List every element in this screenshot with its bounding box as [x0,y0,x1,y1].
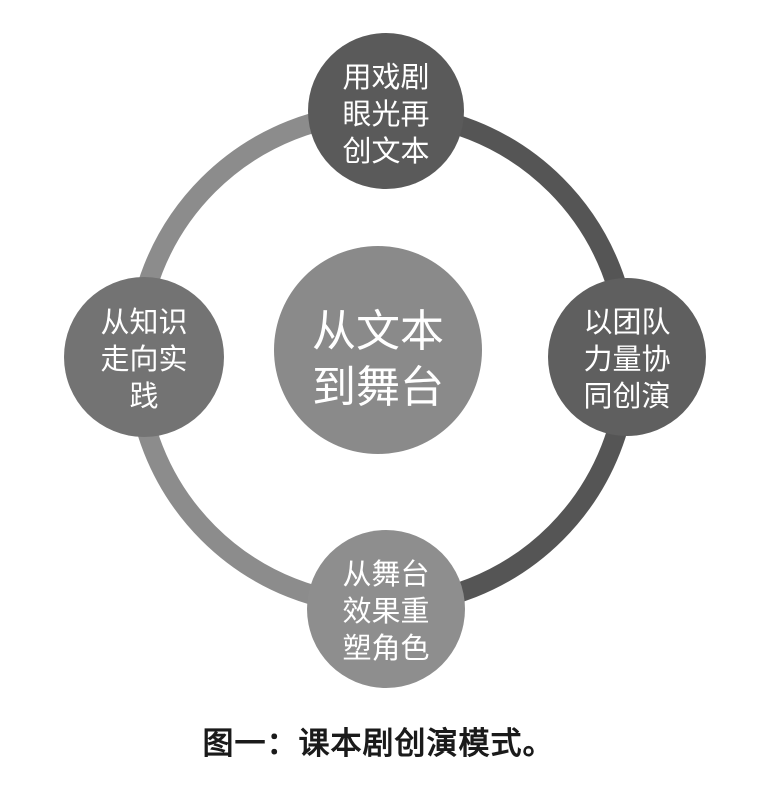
node-left: 从知识 走向实 践 [64,277,224,437]
node-left-line-3: 践 [129,379,158,413]
node-left-line-1: 从知识 [100,305,187,339]
node-top-circle [308,33,464,189]
center-label-line-1: 从文本 [312,306,444,357]
node-bottom-line-2: 效果重 [342,594,429,628]
node-top-line-1: 用戏剧 [342,60,429,94]
node-right-line-3: 同创演 [583,379,670,413]
node-top: 用戏剧 眼光再 创文本 [308,33,464,189]
figure-caption: 图一：课本剧创演模式。 [202,726,555,762]
node-right-line-2: 力量协 [583,342,670,376]
node-right: 以团队 力量协 同创演 [548,278,706,436]
node-bottom-line-3: 塑角色 [342,631,429,665]
node-top-line-2: 眼光再 [342,97,429,131]
center-node: 从文本 到舞台 [274,246,482,454]
center-label-line-2: 到舞台 [312,362,444,413]
center-circle [274,246,482,454]
node-right-circle [548,278,706,436]
node-right-line-1: 以团队 [583,305,670,339]
node-left-circle [64,277,224,437]
node-left-line-2: 走向实 [100,342,187,376]
node-bottom: 从舞台 效果重 塑角色 [307,530,465,688]
node-bottom-circle [307,530,465,688]
node-bottom-line-1: 从舞台 [342,557,429,591]
node-top-line-3: 创文本 [342,134,429,168]
